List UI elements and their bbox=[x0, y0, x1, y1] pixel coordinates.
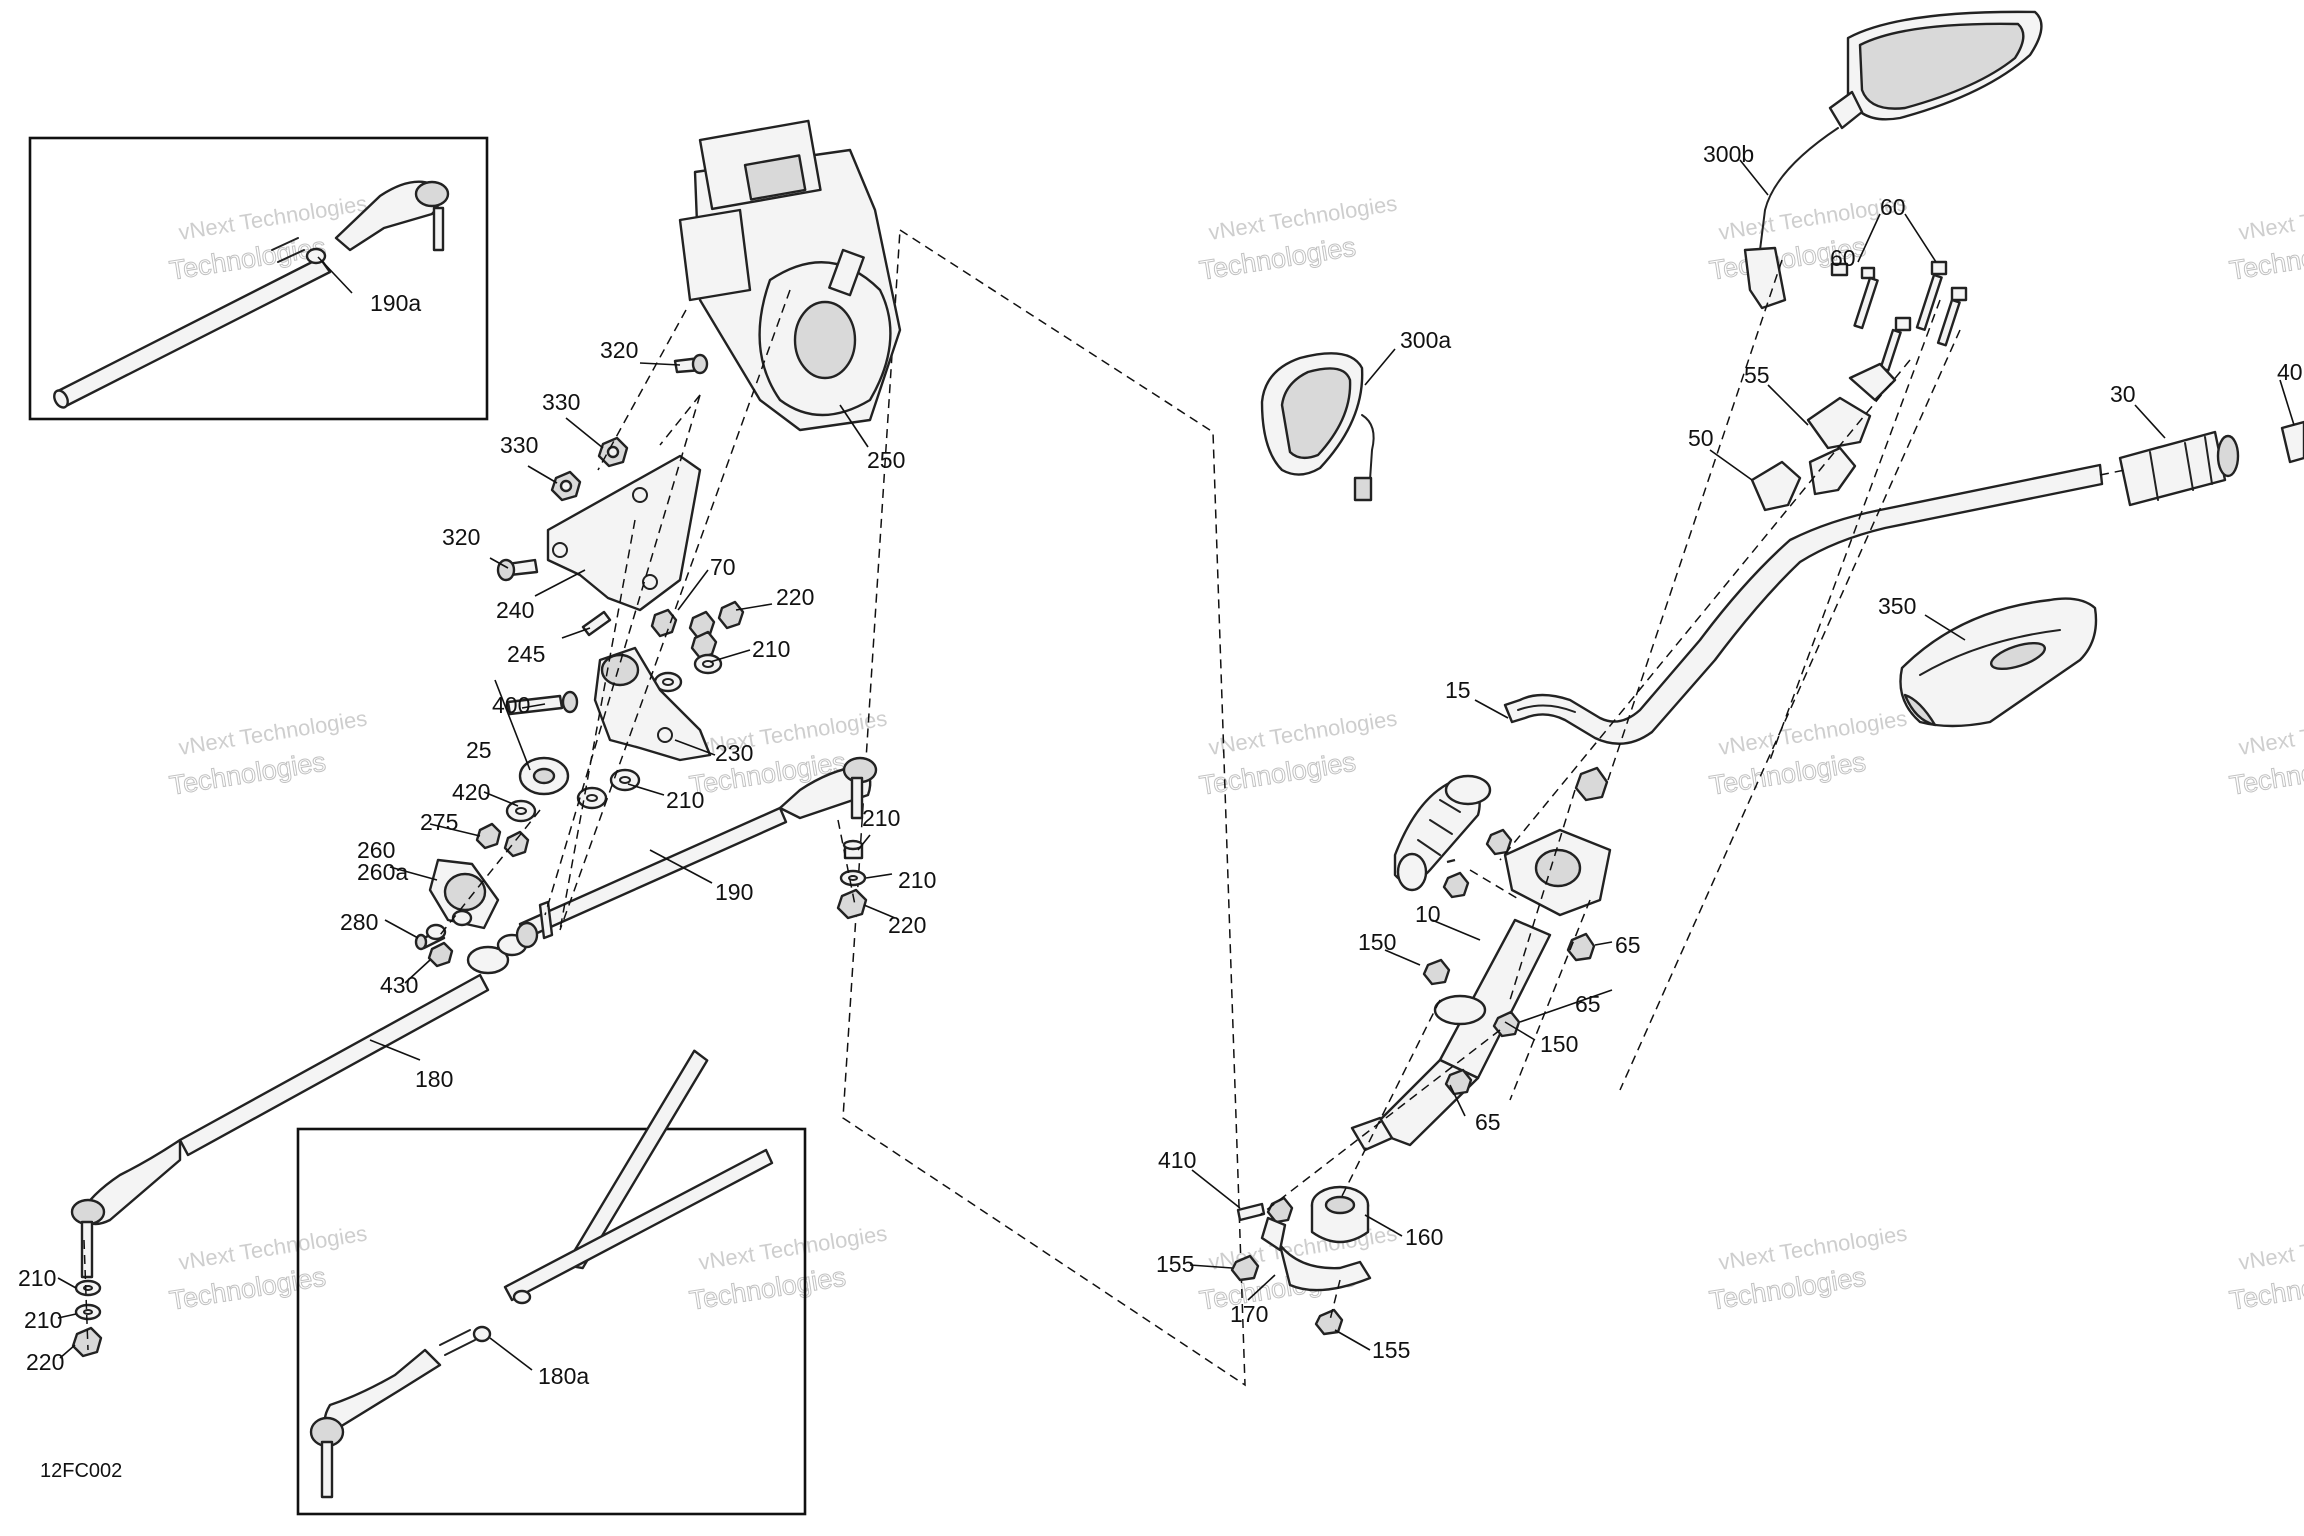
callout-210: 210 bbox=[752, 636, 790, 662]
inset-190a-parts bbox=[53, 180, 450, 409]
callout-210: 210 bbox=[666, 787, 704, 813]
callout-320: 320 bbox=[600, 337, 638, 363]
callout-160: 160 bbox=[1405, 1224, 1443, 1250]
watermark: vNext Technologies bbox=[177, 1220, 369, 1274]
watermark: vNext Technologies bbox=[1207, 705, 1399, 759]
callout-labels: 190a 320 330 330 320 250 240 70 220 245 … bbox=[18, 141, 2303, 1389]
callout-420: 420 bbox=[452, 779, 490, 805]
callout-210: 210 bbox=[24, 1307, 62, 1333]
callout-55: 55 bbox=[1744, 362, 1770, 388]
callout-25: 25 bbox=[466, 737, 492, 763]
watermark: vNext Technologies bbox=[2237, 705, 2304, 759]
callout-300a: 300a bbox=[1400, 327, 1451, 353]
callout-220: 220 bbox=[26, 1349, 64, 1375]
callout-350: 350 bbox=[1878, 593, 1916, 619]
callout-300b: 300b bbox=[1703, 141, 1754, 167]
callout-250: 250 bbox=[867, 447, 905, 473]
mirrors bbox=[1260, 10, 2043, 502]
callout-65: 65 bbox=[1615, 932, 1641, 958]
inset-box-tie-rod-end-190a bbox=[28, 136, 489, 421]
watermark: vNext Technologies bbox=[697, 1220, 889, 1274]
callout-220: 220 bbox=[888, 912, 926, 938]
inset-180a-parts bbox=[309, 1049, 774, 1499]
callout-210: 210 bbox=[862, 805, 900, 831]
watermark: vNext Technologies bbox=[1717, 705, 1909, 759]
callout-70: 70 bbox=[710, 554, 736, 580]
callout-330: 330 bbox=[542, 389, 580, 415]
callout-190a: 190a bbox=[370, 290, 421, 316]
diagram-reference-code: 12FC002 bbox=[40, 1460, 122, 1482]
hardware-left bbox=[414, 353, 745, 968]
callout-220: 220 bbox=[776, 584, 814, 610]
tie-rods bbox=[70, 756, 878, 1279]
callout-65: 65 bbox=[1575, 991, 1601, 1017]
callout-240: 240 bbox=[496, 597, 534, 623]
hardware-190 bbox=[71, 839, 868, 1358]
callout-65: 65 bbox=[1475, 1109, 1501, 1135]
callout-15: 15 bbox=[1445, 677, 1471, 703]
callout-40: 40 bbox=[2277, 359, 2303, 385]
handlebar-clamps bbox=[1750, 260, 1968, 512]
callout-30: 30 bbox=[2110, 381, 2136, 407]
callout-410: 410 bbox=[1158, 1147, 1196, 1173]
callout-10: 10 bbox=[1415, 901, 1441, 927]
power-steering-unit bbox=[678, 119, 902, 432]
callout-210: 210 bbox=[18, 1265, 56, 1291]
callout-155: 155 bbox=[1372, 1337, 1410, 1363]
callout-155: 155 bbox=[1156, 1251, 1194, 1277]
callout-330: 330 bbox=[500, 432, 538, 458]
watermark: vNext Technologies bbox=[177, 705, 369, 759]
watermark: vNext Technologies bbox=[2237, 1220, 2304, 1274]
watermark: vNext Technologies bbox=[1207, 190, 1399, 244]
assembly-axis-lines bbox=[83, 259, 2126, 1351]
callout-190: 190 bbox=[715, 879, 753, 905]
steering-column bbox=[1236, 766, 1612, 1224]
callout-180: 180 bbox=[415, 1066, 453, 1092]
handlebar bbox=[1503, 420, 2304, 745]
callout-400: 400 bbox=[492, 692, 530, 718]
leader-lines bbox=[57, 159, 2295, 1371]
callout-260a: 260a bbox=[357, 859, 408, 885]
callout-320: 320 bbox=[442, 524, 480, 550]
callout-245: 245 bbox=[507, 641, 545, 667]
callout-150: 150 bbox=[1358, 929, 1396, 955]
watermark: vNext Technologies bbox=[1717, 1220, 1909, 1274]
callout-150: 150 bbox=[1540, 1031, 1578, 1057]
callout-260: 260 bbox=[357, 837, 395, 863]
inset-box-tie-rod-end-180a bbox=[296, 1127, 807, 1516]
steering-arm bbox=[593, 646, 712, 762]
callout-170: 170 bbox=[1230, 1301, 1268, 1327]
callout-60: 60 bbox=[1830, 245, 1856, 271]
callout-180a: 180a bbox=[538, 1363, 589, 1389]
handlebar-cover bbox=[1899, 597, 2098, 728]
watermark: vNext Technologies bbox=[2237, 190, 2304, 244]
alignment-dashed-outline bbox=[842, 229, 1246, 1387]
callout-210: 210 bbox=[898, 867, 936, 893]
mounting-bracket bbox=[546, 454, 702, 612]
callout-50: 50 bbox=[1688, 425, 1714, 451]
callout-280: 280 bbox=[340, 909, 378, 935]
callout-60: 60 bbox=[1880, 194, 1906, 220]
callout-230: 230 bbox=[715, 740, 753, 766]
callout-275: 275 bbox=[420, 809, 458, 835]
callout-430: 430 bbox=[380, 972, 418, 998]
